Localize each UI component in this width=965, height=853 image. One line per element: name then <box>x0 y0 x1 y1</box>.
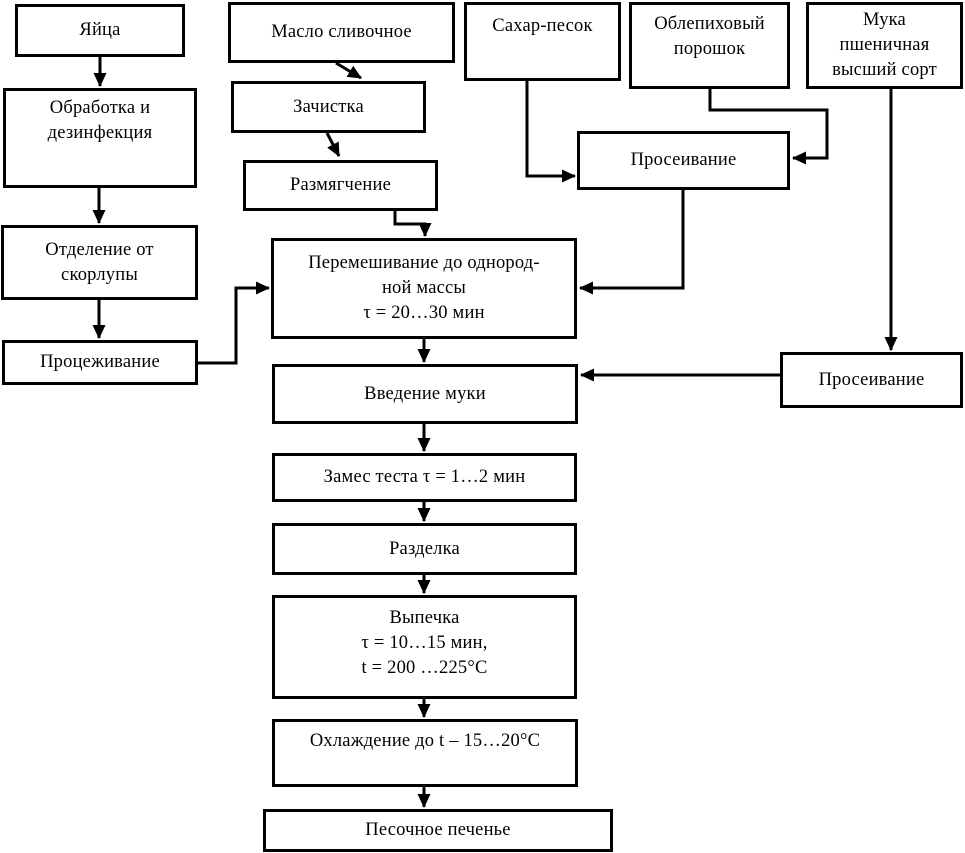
node-label: Зачистка <box>293 96 364 117</box>
node-label: Песочное печенье <box>365 820 511 840</box>
node-straining: Процеживание <box>2 340 198 385</box>
node-wheat-flour: Мука пшеничная высший сорт <box>806 2 963 89</box>
node-label: скорлупы <box>61 264 138 285</box>
arrow-sea-buckthorn-to-sifting1 <box>708 89 829 165</box>
arrow-sugar-to-sifting1 <box>525 81 576 183</box>
arrow-butter-to-cleaning <box>335 61 362 80</box>
node-label: Выпечка <box>389 608 460 628</box>
node-butter: Масло сливочное <box>228 2 455 63</box>
node-sugar: Сахар-песок <box>464 2 621 81</box>
node-shaping: Разделка <box>272 523 577 575</box>
node-label: Охлаждение до t – 15…20°С <box>309 731 541 751</box>
node-label: Сахар-песок <box>492 16 593 36</box>
node-label: Просеивание <box>630 150 737 170</box>
node-label: Обработка и <box>49 98 151 118</box>
arrow-sifting1-to-mixing <box>579 190 685 295</box>
node-label: τ = 20…30 мин <box>363 303 485 323</box>
node-sifting-flour: Просеивание <box>780 352 963 408</box>
node-mixing: Перемешивание до однород- ной массы τ = … <box>271 238 577 339</box>
node-eggs: Яйца <box>15 4 185 57</box>
node-baking: Выпечка τ = 10…15 мин, t = 200 …225°С <box>272 595 577 699</box>
node-label: Отделение от <box>45 239 154 260</box>
node-label: Просеивание <box>818 369 925 390</box>
node-flour-addition: Введение муки <box>272 364 578 424</box>
node-softening: Размягчение <box>243 160 438 211</box>
node-sifting-sugar-powder: Просеивание <box>577 131 790 190</box>
node-label: Перемешивание до однород- <box>308 253 540 273</box>
node-kneading: Замес теста τ = 1…2 мин <box>272 453 577 502</box>
node-label: пшеничная <box>839 35 930 55</box>
node-sea-buckthorn-powder: Облепиховый порошок <box>629 2 790 89</box>
node-label: дезинфекция <box>47 123 153 143</box>
node-label: порошок <box>673 39 746 59</box>
node-label: Разделка <box>389 538 460 559</box>
node-label: высший сорт <box>832 60 937 80</box>
node-label: Масло сливочное <box>271 22 412 42</box>
node-label: Яйца <box>79 20 121 40</box>
node-label: Введение муки <box>364 383 486 404</box>
node-cleaning: Зачистка <box>231 81 426 133</box>
arrow-straining-to-mixing <box>198 281 270 365</box>
node-label: τ = 10…15 мин, <box>361 633 488 653</box>
node-final-product: Песочное печенье <box>263 809 613 852</box>
node-label: t = 200 …225°С <box>361 658 488 678</box>
arrow-softening-to-mixing <box>393 211 432 237</box>
node-label: Мука <box>863 10 906 30</box>
node-label: Замес теста τ = 1…2 мин <box>323 467 526 487</box>
node-shell-separation: Отделение от скорлупы <box>1 225 198 300</box>
node-label: ной массы <box>381 278 467 298</box>
node-label: Облепиховый <box>654 14 765 34</box>
node-cooling: Охлаждение до t – 15…20°С <box>272 719 578 787</box>
arrow-cleaning-to-softening <box>325 132 341 157</box>
node-processing-disinfection: Обработка и дезинфекция <box>3 88 197 188</box>
node-label: Процеживание <box>40 352 160 372</box>
node-label: Размягчение <box>289 175 392 195</box>
